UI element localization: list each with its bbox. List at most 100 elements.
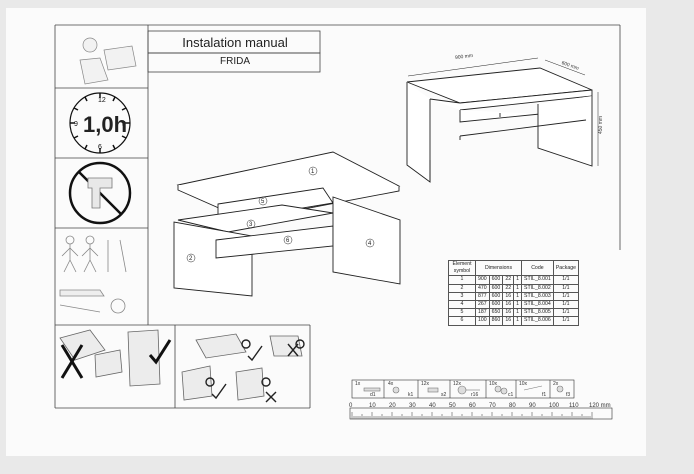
table-cell: 1/1	[552, 316, 580, 326]
ruler-label: 90	[529, 403, 536, 409]
table-cell: 187	[475, 308, 490, 318]
fitting-code-5: c1	[508, 392, 514, 398]
table-cell: 100	[475, 316, 490, 326]
ruler-label: 40	[429, 403, 436, 409]
part-callout-6: 6	[286, 238, 290, 244]
ruler-label: 30	[409, 403, 416, 409]
table-cell: 16	[502, 308, 515, 318]
fitting-code-7: f3	[566, 392, 571, 398]
manual-title: Instalation manual	[182, 35, 288, 50]
ruler-label: 120 mm	[589, 403, 611, 409]
table-cell: 16	[502, 291, 515, 302]
table-cell: 1	[513, 291, 522, 302]
table-cell: 1/1	[552, 291, 580, 302]
table-cell: STIL_8.004	[520, 300, 554, 310]
fitting-qty-2: 4x	[388, 381, 394, 387]
part-callout-2: 2	[189, 256, 193, 262]
fitting-qty-3: 12x	[421, 381, 430, 387]
clock-number-9: 9	[74, 121, 78, 128]
table-cell: 1/1	[552, 308, 580, 318]
table-cell: STIL_8.001	[520, 275, 554, 285]
unpacking-instructions-icon	[59, 329, 161, 387]
table-cell: 1	[448, 275, 476, 285]
parts-list-table: Element symbol Dimensions Code Package 1…	[448, 259, 580, 326]
ruler-label: 70	[489, 403, 496, 409]
table-cell: 3	[448, 291, 476, 302]
table-cell: 16	[502, 316, 515, 326]
fitting-code-4: r16	[471, 392, 479, 398]
table-cell: STIL_8.002	[520, 283, 554, 293]
table-cell: STIL_8.003	[520, 291, 554, 302]
fitting-qty-7: 2x	[553, 381, 559, 387]
fitting-code-6: f1	[542, 392, 547, 398]
table-cell: 4	[448, 300, 476, 310]
column-header-package: Package	[552, 259, 580, 277]
fitting-code-1: d1	[370, 392, 376, 398]
exploded-assembly-drawing	[173, 151, 401, 297]
table-cell: 1	[513, 308, 522, 318]
table-cell: 1/1	[552, 300, 580, 310]
table-cell: 600	[488, 291, 504, 302]
fitting-code-3: s2	[441, 392, 447, 398]
fittings-strip	[351, 379, 575, 399]
ruler-label: 50	[449, 403, 456, 409]
table-cell: STIL_8.005	[520, 308, 554, 318]
ruler-label: 10	[369, 403, 376, 409]
table-cell: 600	[488, 275, 504, 285]
two-persons-tools-icon	[59, 235, 127, 314]
table-cell: 22	[502, 275, 515, 285]
product-name: FRIDA	[220, 56, 250, 67]
clock-number-3: 3	[122, 121, 126, 128]
ruler-label: 100	[549, 403, 560, 409]
table-cell: 16	[502, 300, 515, 310]
assembly-time: 1,0h	[83, 112, 128, 137]
ruler-label: 110	[569, 403, 579, 409]
part-callout-3: 3	[249, 222, 253, 228]
table-cell: 2	[448, 283, 476, 293]
dimension-height: 450 mm	[598, 115, 605, 135]
fitting-qty-4: 12x	[453, 381, 462, 387]
table-cell: STIL_8.006	[520, 316, 554, 326]
table-cell: 600	[488, 300, 504, 310]
ruler-label: 80	[509, 403, 516, 409]
part-callout-5: 5	[261, 199, 265, 205]
fitting-qty-6: 10x	[519, 381, 528, 387]
ruler-label: 20	[389, 403, 396, 409]
table-cell: 900	[475, 275, 490, 285]
column-header-element: Element symbol	[448, 259, 476, 277]
table-cell: 1	[513, 275, 522, 285]
table-cell: 22	[502, 283, 515, 293]
table-cell: 267	[475, 300, 490, 310]
fitting-qty-5: 10x	[489, 381, 498, 387]
reading-manual-icon	[79, 37, 137, 85]
column-header-code: Code	[520, 259, 554, 277]
table-cell: 1/1	[552, 275, 580, 285]
table-cell: 650	[488, 308, 504, 318]
table-cell: 6	[448, 316, 476, 326]
part-callout-4: 4	[368, 241, 372, 247]
clock-icon	[69, 92, 131, 154]
fitting-qty-1: 1x	[355, 381, 361, 387]
clock-number-12: 12	[98, 97, 106, 104]
table-cell: 1/1	[552, 283, 580, 293]
ruler-label: 0	[349, 403, 353, 409]
table-cell: 600	[488, 283, 504, 293]
table-cell: 877	[475, 291, 490, 302]
ruler-label: 60	[469, 403, 476, 409]
table-cell: 470	[475, 283, 490, 293]
fitting-code-2: k1	[408, 392, 414, 398]
clock-number-6: 6	[98, 144, 102, 151]
table-cell: 1	[513, 316, 522, 326]
table-cell: 1	[513, 300, 522, 310]
part-callout-1: 1	[311, 169, 315, 175]
table-cell: 1	[513, 283, 522, 293]
column-header-dimensions: Dimensions	[475, 259, 522, 277]
table-cell: 5	[448, 308, 476, 318]
